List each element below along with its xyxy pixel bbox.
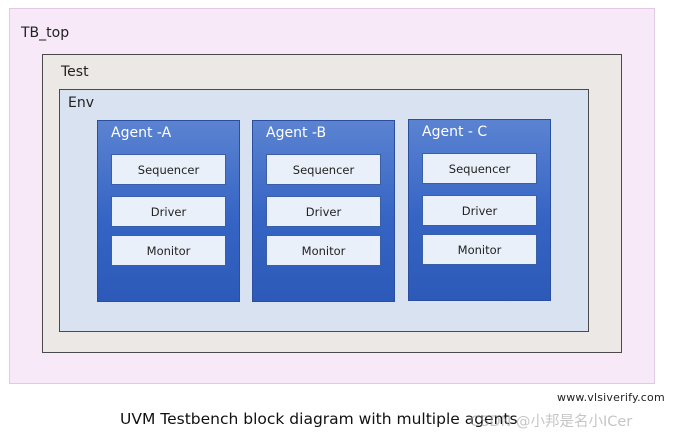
- watermark-text: CSDN @小邦是名小ICer: [470, 414, 633, 430]
- agent-c-block: Agent - C Sequencer Driver Monitor: [408, 119, 551, 301]
- test-label: Test: [61, 64, 89, 80]
- agent-a-sequencer: Sequencer: [111, 154, 226, 185]
- agent-b-monitor: Monitor: [266, 235, 381, 266]
- agent-c-sequencer: Sequencer: [422, 153, 537, 184]
- env-label: Env: [68, 95, 95, 111]
- agent-b-title: Agent -B: [266, 125, 327, 141]
- figure-caption: UVM Testbench block diagram with multipl…: [120, 410, 518, 428]
- source-site-text: www.vlsiverify.com: [557, 391, 665, 404]
- tb-top-label: TB_top: [21, 25, 70, 41]
- agent-b-sequencer: Sequencer: [266, 154, 381, 185]
- agent-b-block: Agent -B Sequencer Driver Monitor: [252, 120, 395, 302]
- agent-c-driver: Driver: [422, 195, 537, 226]
- agent-a-title: Agent -A: [111, 125, 172, 141]
- agent-a-monitor: Monitor: [111, 235, 226, 266]
- agent-b-driver: Driver: [266, 196, 381, 227]
- agent-c-title: Agent - C: [422, 124, 488, 140]
- agent-a-block: Agent -A Sequencer Driver Monitor: [97, 120, 240, 302]
- agent-c-monitor: Monitor: [422, 234, 537, 265]
- agent-a-driver: Driver: [111, 196, 226, 227]
